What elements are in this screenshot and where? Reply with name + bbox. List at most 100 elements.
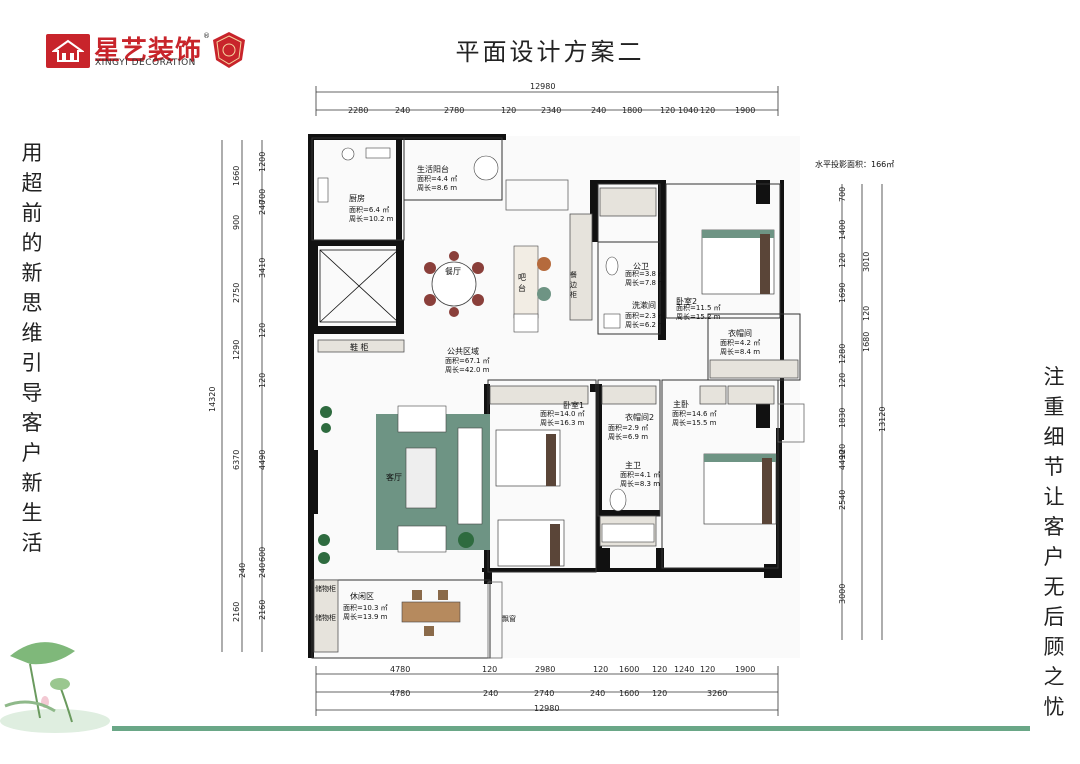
bedroom1-area: 面积=14.0 ㎡	[540, 410, 585, 418]
left-outer-dimension-3: 1290	[232, 339, 241, 360]
top-dimension-2: 2780	[444, 106, 465, 115]
left-outer-dimension-5: 2160	[232, 601, 241, 622]
left-outer-dimension-2: 2750	[232, 282, 241, 303]
bottom-dimension-row2-6: 3260	[707, 689, 728, 698]
master-bath-area: 面积=4.1 ㎡	[620, 471, 661, 479]
public-bath-perimeter: 周长=7.8 m	[625, 279, 666, 287]
right-dimension-12: 2540	[838, 489, 847, 510]
bottom-dimension-row2-3: 240	[590, 689, 606, 698]
bottom-total-dimension: 12980	[534, 704, 560, 713]
left-inner-dimension-8: 240	[258, 562, 267, 578]
projected-area: 水平投影面积：166㎡	[815, 160, 895, 169]
registered-mark: ®	[203, 32, 210, 40]
bedroom2-label: 卧室2	[676, 297, 698, 306]
bottom-dimension-lines	[315, 666, 779, 716]
left-inner-dimension-7: 600	[258, 546, 267, 562]
storage-cabinet-1-label: 储物柜	[315, 585, 336, 593]
left-outer-dimension-0: 1660	[232, 165, 241, 186]
right-dimension-13: 3000	[838, 583, 847, 604]
right-dimension-7: 1280	[838, 343, 847, 364]
master-bedroom-label: 主卧	[673, 400, 689, 409]
right-dimension-3: 3010	[862, 251, 871, 272]
left-inner-dimension-5: 120	[258, 372, 267, 388]
top-dimension-7: 120	[660, 106, 676, 115]
floor-plan	[308, 134, 805, 659]
storage-cabinet-2-label: 储物柜	[315, 614, 336, 622]
top-dimension-10: 1900	[735, 106, 756, 115]
lotus-decoration-icon	[0, 642, 110, 733]
right-dimension-5: 120	[862, 305, 871, 321]
bottom-dimension-row2-4: 1600	[619, 689, 640, 698]
top-dimension-lines	[315, 86, 779, 116]
right-dimension-11: 4490	[838, 449, 847, 470]
left-inner-dimension-0: 1200	[258, 151, 267, 172]
left-inner-dimension-9: 240	[238, 562, 247, 578]
bottom-accent-rule	[112, 726, 1030, 731]
bottom-dimension-row1-4: 1600	[619, 665, 640, 674]
living-room-label: 客厅	[386, 473, 402, 482]
balcony-label: 生活阳台	[417, 165, 449, 174]
left-inner-dimension-10: 2160	[258, 599, 267, 620]
bottom-dimension-row1-3: 120	[593, 665, 609, 674]
lounge-perimeter: 周长=13.9 m	[343, 613, 388, 621]
top-dimension-1: 240	[395, 106, 411, 115]
top-dimension-5: 240	[591, 106, 607, 115]
balcony-perimeter: 周长=8.6 m	[417, 184, 458, 192]
lounge-label: 休闲区	[350, 592, 374, 601]
left-inner-dimension-3: 3410	[258, 257, 267, 278]
bedroom1-label: 卧室1	[563, 401, 585, 410]
kitchen-label: 厨房	[349, 194, 365, 203]
bottom-dimension-row1-5: 120	[652, 665, 668, 674]
right-dimension-1: 1400	[838, 219, 847, 240]
top-dimension-6: 1800	[622, 106, 643, 115]
bottom-dimension-row1-7: 120	[700, 665, 716, 674]
public-area-area: 面积=67.1 ㎡	[445, 357, 490, 365]
master-bath-label: 主卫	[625, 461, 641, 470]
right-dimension-2: 120	[838, 252, 847, 268]
bottom-dimension-row1-8: 1900	[735, 665, 756, 674]
bar-label: 吧台	[518, 273, 526, 293]
public-area-perimeter: 周长=42.0 m	[445, 366, 490, 374]
bottom-dimension-row1-2: 2980	[535, 665, 556, 674]
left-dimension-lines	[221, 140, 263, 652]
top-dimension-0: 2280	[348, 106, 369, 115]
page-title: 平面设计方案二	[455, 38, 645, 66]
bottom-dimension-row2-0: 4780	[390, 689, 411, 698]
top-dimension-9: 120	[700, 106, 716, 115]
cabinet-label: 餐边柜	[570, 271, 577, 299]
public-bath-area: 面积=3.8 ㎡	[625, 270, 666, 278]
bottom-dimension-row2-2: 2740	[534, 689, 555, 698]
top-total-dimension: 12980	[530, 82, 556, 91]
right-dimension-9: 1830	[838, 407, 847, 428]
bay-window-label: 飘窗	[502, 615, 516, 623]
public-bath-label: 公卫	[633, 262, 649, 271]
left-outer-dimension-1: 900	[232, 214, 241, 230]
left-outer-dimension-4: 6370	[232, 449, 241, 470]
left-inner-dimension-6: 4490	[258, 449, 267, 470]
bottom-dimension-row2-1: 240	[483, 689, 499, 698]
left-inner-dimension-2: 240	[258, 199, 267, 215]
closet2-area: 面积=2.9 ㎡	[608, 424, 649, 432]
right-dimension-6: 1680	[862, 331, 871, 352]
kitchen-area: 面积=6.4 ㎡	[349, 206, 390, 214]
seal-icon	[213, 32, 245, 68]
right-dimension-4: 1690	[838, 282, 847, 303]
top-dimension-4: 2340	[541, 106, 562, 115]
right-dimension-8: 120	[838, 372, 847, 388]
right-dimension-0: 700	[838, 186, 847, 202]
closet-perimeter: 周长=8.4 m	[720, 348, 761, 356]
closet-label: 衣帽间	[728, 329, 752, 338]
master-bedroom-area: 面积=14.6 ㎡	[672, 410, 717, 418]
laundry-area: 面积=2.3 ㎡	[625, 312, 666, 320]
master-bath-perimeter: 周长=8.3 m	[620, 480, 661, 488]
slogan-right: 注重细节让客户无后顾之忧	[1043, 365, 1065, 719]
bottom-dimension-row1-0: 4780	[390, 665, 411, 674]
top-dimension-3: 120	[501, 106, 517, 115]
bottom-dimension-row1-1: 120	[482, 665, 498, 674]
left-inner-dimension-4: 120	[258, 322, 267, 338]
laundry-label: 洗漱间	[632, 301, 656, 310]
closet-area: 面积=4.2 ㎡	[720, 339, 761, 347]
bedroom1-perimeter: 周长=16.3 m	[540, 419, 585, 427]
right-dimension-lines	[841, 184, 883, 640]
brand-logo-icon	[46, 34, 90, 68]
